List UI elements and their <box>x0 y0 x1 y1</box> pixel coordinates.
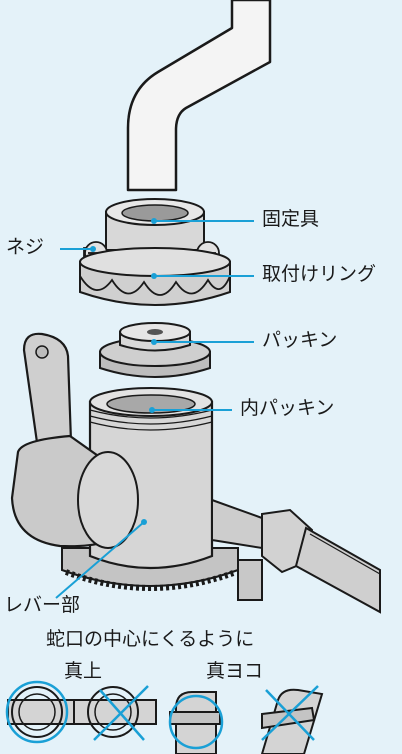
top-view-wrong <box>73 685 157 741</box>
top-view-correct <box>5 680 77 744</box>
label-vertical: 真上 <box>64 660 103 682</box>
side-view-correct <box>168 691 224 754</box>
label-fixture: 固定具 <box>262 208 320 230</box>
label-horizontal: 真ヨコ <box>206 660 264 682</box>
packing-part <box>99 322 211 378</box>
label-inner-packing: 内パッキン <box>240 397 335 419</box>
label-screw: ネジ <box>6 236 45 258</box>
leader-lines <box>55 218 254 599</box>
side-view-wrong <box>260 685 324 754</box>
instruction-text: 蛇口の中心にくるように <box>46 628 255 650</box>
fixture-assembly <box>79 198 231 306</box>
label-packing: パッキン <box>262 329 338 351</box>
faucet-spout <box>126 0 272 192</box>
label-mounting-ring: 取付けリング <box>262 263 377 285</box>
label-lever: レバー部 <box>4 594 81 616</box>
diverter-body <box>10 332 381 614</box>
